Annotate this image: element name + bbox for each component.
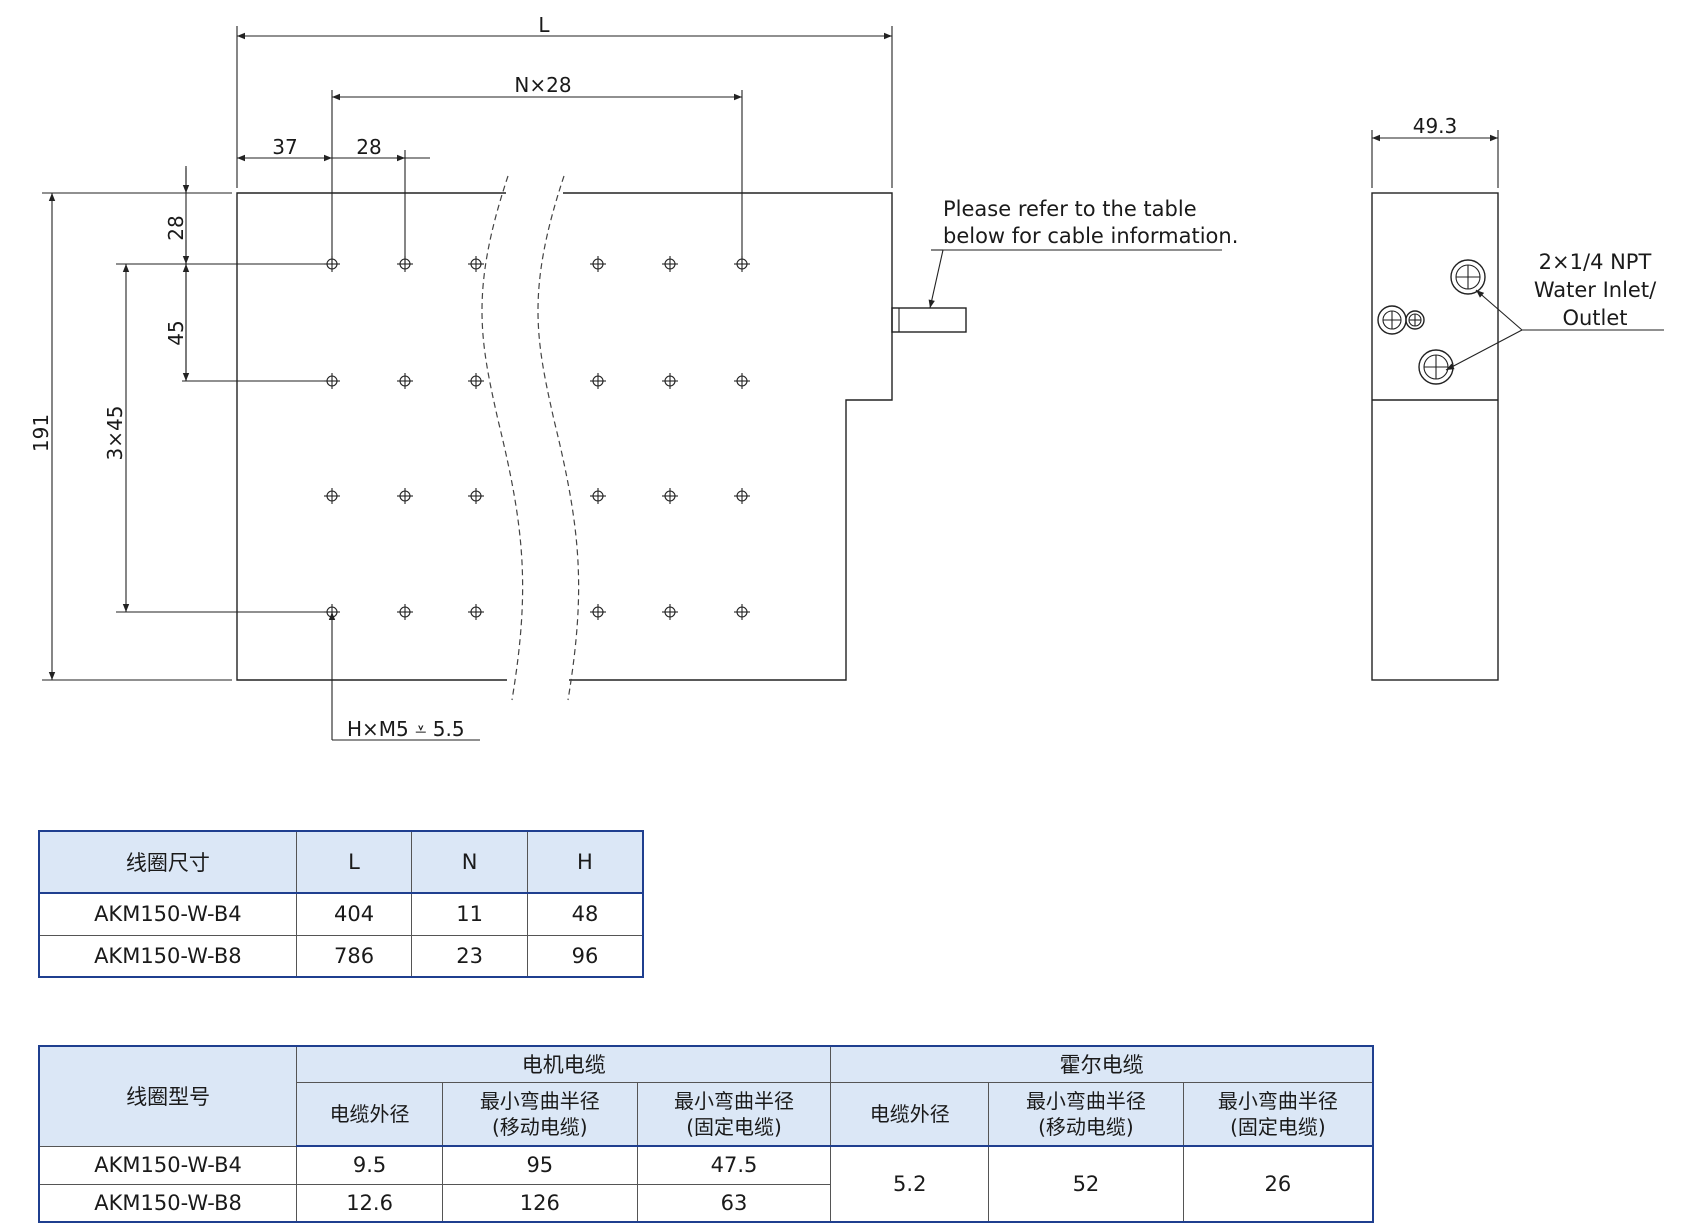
cell-H: 48 <box>526 892 644 936</box>
cable-note-line1: Please refer to the table <box>943 197 1197 221</box>
cell-model: AKM150-W-B8 <box>38 1183 298 1223</box>
break-lines <box>481 175 580 701</box>
mounting-hole <box>590 256 606 272</box>
dim-49-3-label: 49.3 <box>1413 114 1458 138</box>
dim-191-label: 191 <box>29 414 53 452</box>
mounting-hole <box>590 488 606 504</box>
cell-motor-bend-fixed: 63 <box>636 1183 832 1223</box>
dim-3x45-label: 3×45 <box>103 406 127 461</box>
cell-N: 11 <box>411 892 528 936</box>
cable-spec-table: 线圈型号 电机电缆 霍尔电缆 电缆外径 最小弯曲半径(移动电缆) 最小弯曲半径(… <box>38 1045 1374 1223</box>
mounting-hole <box>397 373 413 389</box>
cell-N: 23 <box>411 934 528 978</box>
header-motor-outer-diameter: 电缆外径 <box>296 1081 443 1147</box>
water-note-line2: Water Inlet/ <box>1534 278 1657 302</box>
dim-28-top-label: 28 <box>356 135 381 159</box>
dimension-28-45-vertical: 28 45 <box>116 166 326 382</box>
dimension-3x45: 3×45 <box>103 264 326 613</box>
hole-callout: H×M5 ⩡ 5.5 <box>328 612 480 741</box>
mounting-hole <box>734 604 750 620</box>
cell-motor-bend-fixed: 47.5 <box>636 1145 832 1185</box>
mounting-holes <box>324 256 750 620</box>
header-motor-min-bend-moving: 最小弯曲半径(移动电缆) <box>441 1081 638 1147</box>
mounting-hole <box>324 373 340 389</box>
cell-motor-outer-diameter: 9.5 <box>296 1145 443 1185</box>
mounting-hole <box>397 604 413 620</box>
header-motor-min-bend-fixed: 最小弯曲半径(固定电缆) <box>636 1081 832 1147</box>
dim-N28-label: N×28 <box>514 73 571 97</box>
cell-motor-outer-diameter: 12.6 <box>296 1183 443 1223</box>
cell-model: AKM150-W-B4 <box>38 1145 298 1185</box>
dimension-191: 191 <box>29 192 232 681</box>
cell-L: 404 <box>295 892 413 936</box>
water-port-lower <box>1418 349 1454 385</box>
header-motor-cable: 电机电缆 <box>296 1045 832 1083</box>
header-L: L <box>295 830 413 894</box>
dim-37-label: 37 <box>272 135 297 159</box>
cell-hall-bend-moving: 52 <box>988 1145 1184 1223</box>
header-coil-model: 线圈型号 <box>38 1045 298 1147</box>
technical-drawing: L N×28 37 28 28 45 3×45 191 <box>29 13 1664 741</box>
mounting-hole <box>662 373 678 389</box>
cable-connector <box>891 307 967 333</box>
cell-motor-bend-moving: 95 <box>441 1145 638 1185</box>
mounting-hole <box>662 604 678 620</box>
cell-motor-bend-moving: 126 <box>441 1183 638 1223</box>
table-row: AKM150-W-B8 786 23 96 <box>38 934 644 978</box>
header-coil-size: 线圈尺寸 <box>38 830 297 894</box>
cell-H: 96 <box>526 934 644 978</box>
cable-note-line2: below for cable information. <box>943 224 1238 248</box>
table-row: AKM150-W-B4 404 11 48 <box>38 892 644 936</box>
table-row: AKM150-W-B4 9.5 95 47.5 5.2 52 26 <box>38 1145 1374 1223</box>
mounting-hole <box>734 488 750 504</box>
cable-port-side <box>1377 305 1425 335</box>
table-row: AKM150-W-B8 12.6 126 63 <box>38 1183 1373 1223</box>
dimension-L: L <box>236 13 893 188</box>
header-hall-min-bend-fixed: 最小弯曲半径(固定电缆) <box>1182 1081 1374 1147</box>
mounting-hole <box>324 488 340 504</box>
mounting-hole <box>590 604 606 620</box>
water-port-upper <box>1450 259 1486 295</box>
dim-L-label: L <box>538 13 550 37</box>
mounting-hole <box>468 256 484 272</box>
header-hall-outer-diameter: 电缆外径 <box>830 1081 990 1147</box>
header-hall-min-bend-moving: 最小弯曲半径(移动电缆) <box>988 1081 1184 1147</box>
coil-size-table: 线圈尺寸 L N H AKM150-W-B4 404 11 48 AKM150-… <box>38 830 644 978</box>
header-hall-cable: 霍尔电缆 <box>830 1045 1374 1083</box>
coil-plate-outline <box>236 192 893 681</box>
dimension-37-28: 37 28 <box>237 135 430 264</box>
cell-hall-bend-fixed: 26 <box>1182 1145 1374 1223</box>
dim-28-side-label: 28 <box>164 215 188 240</box>
cell-model: AKM150-W-B8 <box>38 934 297 978</box>
header-H: H <box>526 830 644 894</box>
mounting-hole <box>468 373 484 389</box>
mounting-hole <box>734 373 750 389</box>
cell-hall-outer-diameter: 5.2 <box>830 1145 990 1223</box>
water-note-line1: 2×1/4 NPT <box>1539 250 1652 274</box>
mounting-hole <box>662 256 678 272</box>
dimension-N28: N×28 <box>331 73 743 264</box>
header-N: N <box>411 830 528 894</box>
cell-L: 786 <box>295 934 413 978</box>
cable-note: Please refer to the table below for cabl… <box>928 197 1238 309</box>
mounting-hole <box>468 488 484 504</box>
water-note-line3: Outlet <box>1562 306 1627 330</box>
side-view: 49.3 2×1/4 NPT Water Inlet/ Outlet <box>1371 114 1664 681</box>
cell-model: AKM150-W-B4 <box>38 892 297 936</box>
dim-45-label: 45 <box>164 320 188 345</box>
hole-callout-label: H×M5 ⩡ 5.5 <box>347 717 465 741</box>
mounting-hole <box>662 488 678 504</box>
mounting-hole <box>590 373 606 389</box>
mounting-hole <box>397 488 413 504</box>
mounting-hole <box>468 604 484 620</box>
